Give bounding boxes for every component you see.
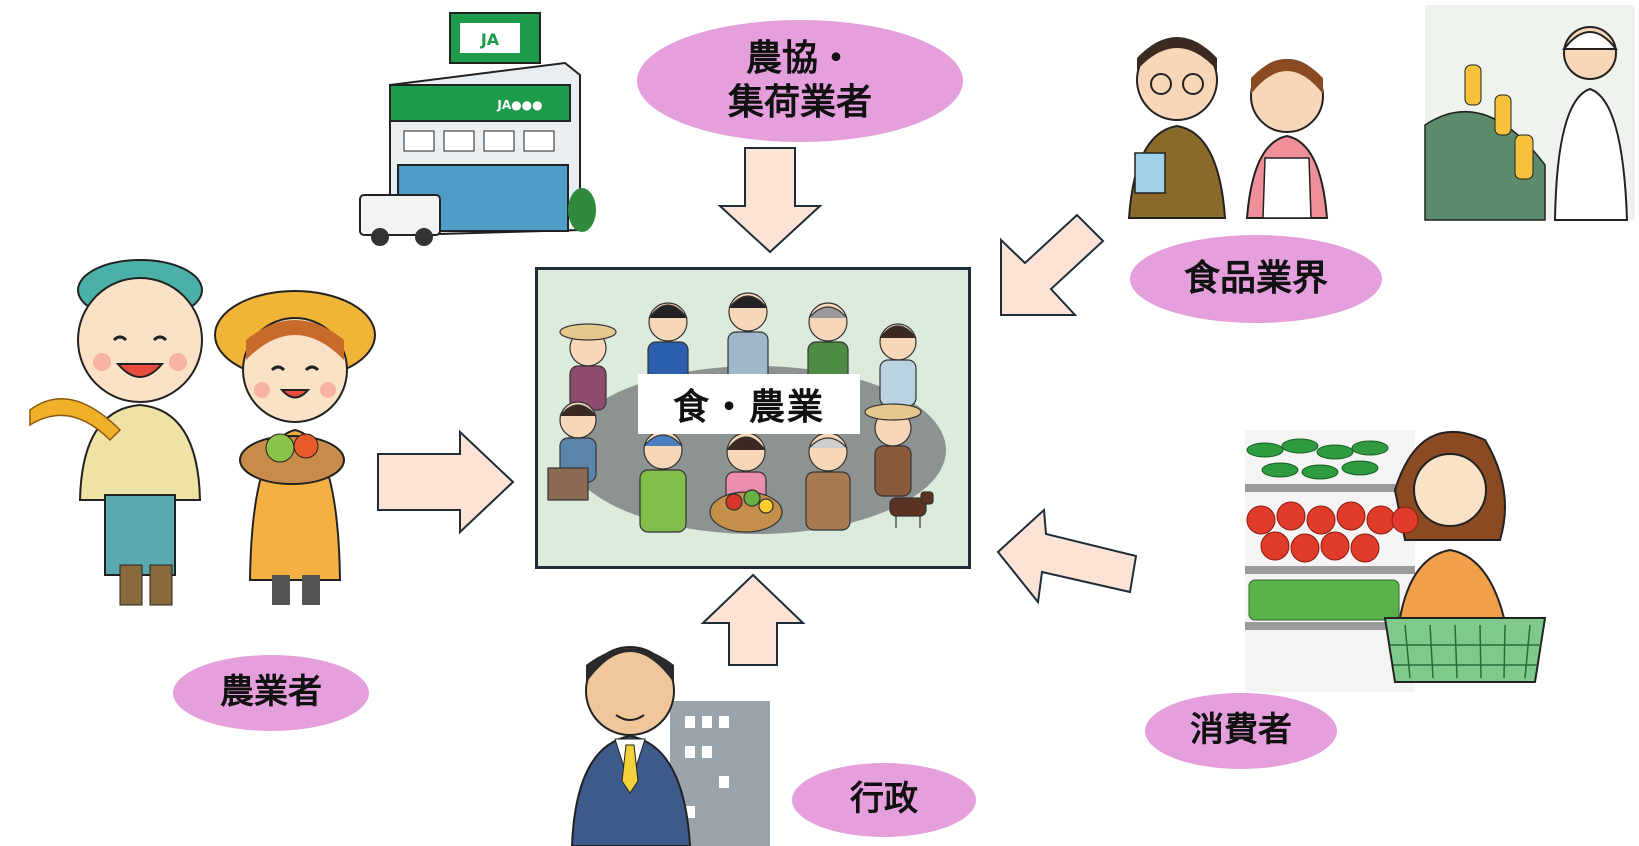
arrow-up-from-government xyxy=(700,573,806,666)
cucumbers xyxy=(1246,438,1389,480)
person-figures xyxy=(547,292,934,533)
arrow-down-from-ja xyxy=(717,147,823,254)
green-beans xyxy=(1248,579,1400,621)
center-title: 食・農業 xyxy=(638,374,860,434)
arrow-right-from-farmers xyxy=(377,429,515,535)
label-ja-collector: 農協・ 集荷業者 xyxy=(637,20,963,142)
tomatoes xyxy=(1246,501,1396,563)
arrow-diag-from-food-industry xyxy=(1000,213,1105,316)
label-food-industry: 食品業界 xyxy=(1130,235,1382,323)
center-meeting-box: 食・農業 xyxy=(535,267,971,569)
ja-sign-front: JA●●● xyxy=(496,98,542,112)
farmers-illustration xyxy=(29,259,376,606)
food-industry-people-illustration xyxy=(1127,37,1329,219)
arrow-diag-from-consumers xyxy=(996,507,1138,605)
consumer-shopping-illustration xyxy=(1245,430,1547,692)
label-government: 行政 xyxy=(792,763,976,837)
ja-building-illustration: JA JA●●● xyxy=(359,12,596,246)
government-official-illustration xyxy=(570,646,770,846)
label-consumers: 消費者 xyxy=(1145,693,1337,769)
factory-worker-illustration xyxy=(1424,5,1635,221)
ja-sign-top: JA xyxy=(480,30,500,49)
label-farmers: 農業者 xyxy=(173,655,369,731)
